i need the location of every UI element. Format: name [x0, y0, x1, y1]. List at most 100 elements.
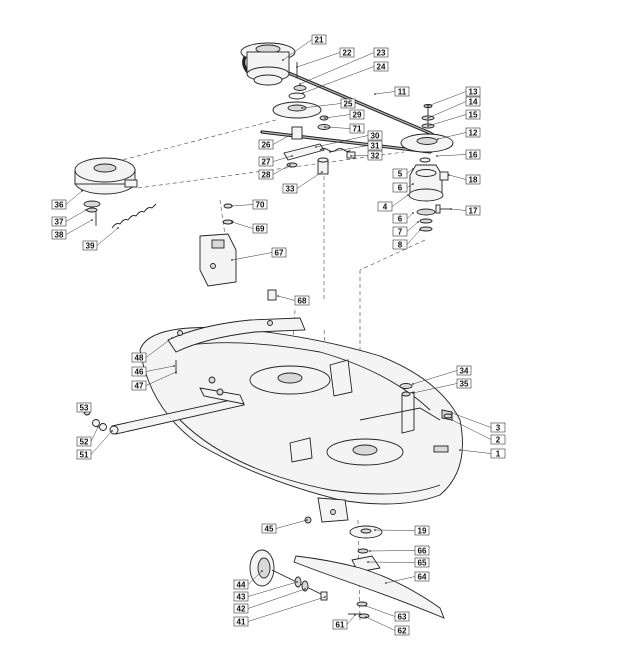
callout-number: 2	[496, 435, 501, 444]
callout-c21: 21	[282, 34, 327, 61]
callout-number: 39	[86, 241, 95, 250]
callout-target-dot	[450, 208, 452, 210]
callout-c48: 48	[131, 337, 173, 362]
callout-c63: 63	[365, 605, 410, 621]
callout-leader	[231, 221, 254, 229]
callout-target-dot	[296, 66, 298, 68]
callout-target-dot	[306, 519, 308, 521]
callout-number: 8	[398, 240, 403, 249]
callout-number: 36	[55, 200, 64, 209]
callout-box	[490, 422, 506, 433]
callout-box	[233, 591, 249, 602]
callout-target-dot	[374, 529, 376, 531]
callout-c52: 52	[76, 426, 99, 446]
callout-leader	[231, 204, 254, 207]
callout-box	[456, 378, 472, 389]
callout-box	[367, 130, 383, 141]
callout-target-dot	[369, 550, 371, 552]
callout-target-dot	[282, 59, 284, 61]
callout-c29: 29	[324, 109, 365, 120]
callout-target-dot	[412, 383, 414, 385]
callout-number: 53	[80, 403, 89, 412]
callout-box	[367, 150, 383, 161]
callout-c26: 26	[258, 133, 293, 150]
callout-c68: 68	[277, 295, 310, 305]
callout-c39: 39	[82, 227, 119, 250]
electric-clutch	[74, 157, 157, 229]
callout-target-dot	[451, 412, 453, 414]
callout-leader	[367, 561, 416, 563]
callout-c13: 13	[427, 86, 481, 107]
callout-leader	[145, 337, 173, 358]
callout-number: 16	[469, 150, 478, 159]
callout-c53: 53	[76, 402, 92, 413]
callout-box	[394, 86, 410, 97]
callout-c62: 62	[365, 616, 410, 636]
callout-c24: 24	[302, 61, 389, 94]
callout-leader	[65, 219, 93, 235]
callout-number: 29	[353, 110, 362, 119]
callout-target-dot	[231, 205, 233, 207]
callout-c41: 41	[233, 596, 326, 627]
callout-leader	[272, 164, 291, 175]
callout-leader	[412, 383, 458, 394]
callout-box	[261, 523, 277, 534]
callout-leader	[145, 365, 175, 372]
callout-box	[490, 434, 506, 445]
callout-target-dot	[354, 614, 356, 616]
callout-c38: 38	[51, 219, 93, 240]
callout-leader	[90, 430, 113, 455]
front-bracket	[304, 497, 349, 524]
callout-target-dot	[412, 212, 414, 214]
callout-c2: 2	[451, 419, 506, 445]
callout-number: 69	[256, 224, 265, 233]
callout-leader	[275, 519, 308, 529]
callout-leader	[406, 168, 414, 174]
callout-target-dot	[296, 581, 298, 583]
callout-box	[131, 380, 147, 391]
callout-box	[465, 86, 481, 97]
callout-box	[51, 229, 67, 240]
callout-leader	[296, 52, 341, 68]
callout-leader	[96, 227, 119, 246]
callout-box	[349, 109, 365, 120]
callout-leader	[324, 114, 351, 119]
callout-box	[340, 98, 356, 109]
callout-leader	[329, 145, 369, 153]
callout-box	[394, 625, 410, 636]
callout-number: 18	[469, 175, 478, 184]
callout-c22: 22	[296, 47, 355, 68]
callout-target-dot	[173, 365, 175, 367]
callout-leader	[451, 412, 492, 428]
callout-target-dot	[321, 171, 323, 173]
callout-leader	[374, 529, 416, 531]
callout-leader	[412, 370, 458, 385]
callout-c28: 28	[258, 164, 291, 179]
callout-box	[258, 139, 274, 150]
callout-c12: 12	[437, 127, 481, 140]
callout-c23: 23	[299, 47, 389, 85]
callout-leader	[247, 570, 263, 585]
callout-leader	[391, 194, 409, 207]
callout-leader	[272, 133, 293, 145]
callout-target-dot	[417, 221, 419, 223]
callout-c36: 36	[51, 190, 83, 209]
callout-leader	[272, 155, 293, 162]
callout-number: 25	[344, 99, 353, 108]
callout-number: 65	[418, 558, 427, 567]
callout-box	[367, 140, 383, 151]
callout-leader	[277, 295, 296, 301]
callout-target-dot	[117, 227, 119, 229]
callout-leader	[315, 135, 369, 148]
callout-c44: 44	[233, 570, 263, 589]
callout-box	[465, 109, 481, 120]
callout-c70: 70	[231, 199, 268, 209]
callout-target-dot	[412, 183, 414, 185]
callout-box	[414, 545, 430, 556]
callout-box	[349, 123, 365, 134]
callout-leader	[365, 616, 396, 631]
callout-box	[233, 616, 249, 627]
callout-leader	[231, 252, 273, 261]
callout-leader	[346, 614, 356, 625]
